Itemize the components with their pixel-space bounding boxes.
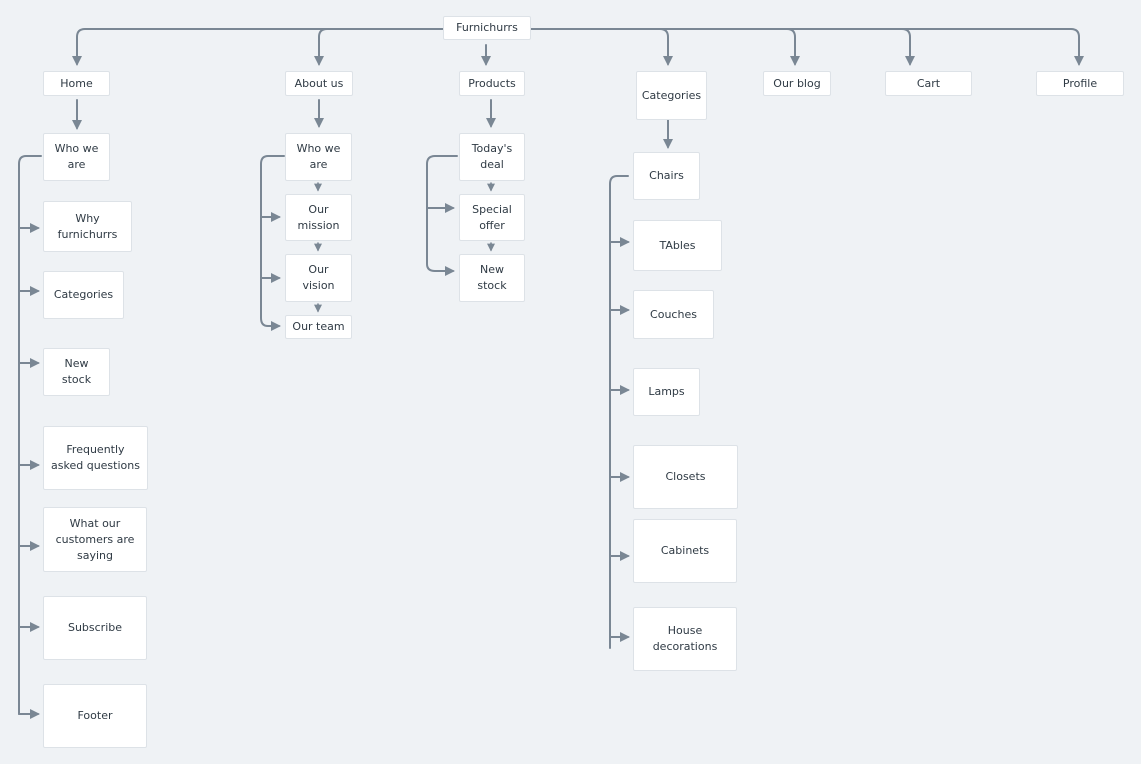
root-node-furnichurrs[interactable]: Furnichurrs xyxy=(443,16,531,40)
section-node-products[interactable]: Products xyxy=(459,71,525,96)
about-child-our-mission[interactable]: Our mission xyxy=(285,194,352,241)
connector-root-profile xyxy=(530,28,1084,66)
home-child-who-we-are[interactable]: Who we are xyxy=(43,133,110,181)
about-child-our-vision[interactable]: Our vision xyxy=(285,254,352,302)
home-child-why-furnichurrs[interactable]: Why furnichurrs xyxy=(43,201,132,252)
products-child-special-offer[interactable]: Special offer xyxy=(459,194,525,241)
connector-lines xyxy=(18,28,1084,719)
categories-child-couches[interactable]: Couches xyxy=(633,290,714,339)
section-node-cart[interactable]: Cart xyxy=(885,71,972,96)
section-node-about-us[interactable]: About us xyxy=(285,71,353,96)
about-child-our-team[interactable]: Our team xyxy=(285,315,352,339)
section-node-categories[interactable]: Categories xyxy=(636,71,707,120)
home-child-footer[interactable]: Footer xyxy=(43,684,147,748)
connector-root-blog xyxy=(530,28,800,66)
categories-child-closets[interactable]: Closets xyxy=(633,445,738,509)
products-child-new-stock[interactable]: New stock xyxy=(459,254,525,302)
about-child-who-we-are[interactable]: Who we are xyxy=(285,133,352,181)
categories-child-cabinets[interactable]: Cabinets xyxy=(633,519,737,583)
section-node-our-blog[interactable]: Our blog xyxy=(763,71,831,96)
section-node-profile[interactable]: Profile xyxy=(1036,71,1124,96)
home-child-categories[interactable]: Categories xyxy=(43,271,124,319)
connector-root-categories xyxy=(530,28,673,66)
categories-child-chairs[interactable]: Chairs xyxy=(633,152,700,200)
products-child-todays-deal[interactable]: Today's deal xyxy=(459,133,525,181)
connector-root-cart xyxy=(530,28,915,66)
products-branch-spine xyxy=(426,155,458,276)
home-child-new-stock[interactable]: New stock xyxy=(43,348,110,396)
home-child-faq[interactable]: Frequently asked questions xyxy=(43,426,148,490)
home-branch-spine xyxy=(18,155,42,715)
home-child-testimonials[interactable]: What our customers are saying xyxy=(43,507,147,572)
about-branch-spine xyxy=(260,155,285,331)
home-child-subscribe[interactable]: Subscribe xyxy=(43,596,147,660)
connector-root-home xyxy=(72,28,444,66)
categories-child-lamps[interactable]: Lamps xyxy=(633,368,700,416)
categories-child-house-decorations[interactable]: House decorations xyxy=(633,607,737,671)
connector-root-about xyxy=(314,28,444,66)
section-node-home[interactable]: Home xyxy=(43,71,110,96)
categories-child-tables[interactable]: TAbles xyxy=(633,220,722,271)
categories-branch-spine xyxy=(609,175,629,649)
